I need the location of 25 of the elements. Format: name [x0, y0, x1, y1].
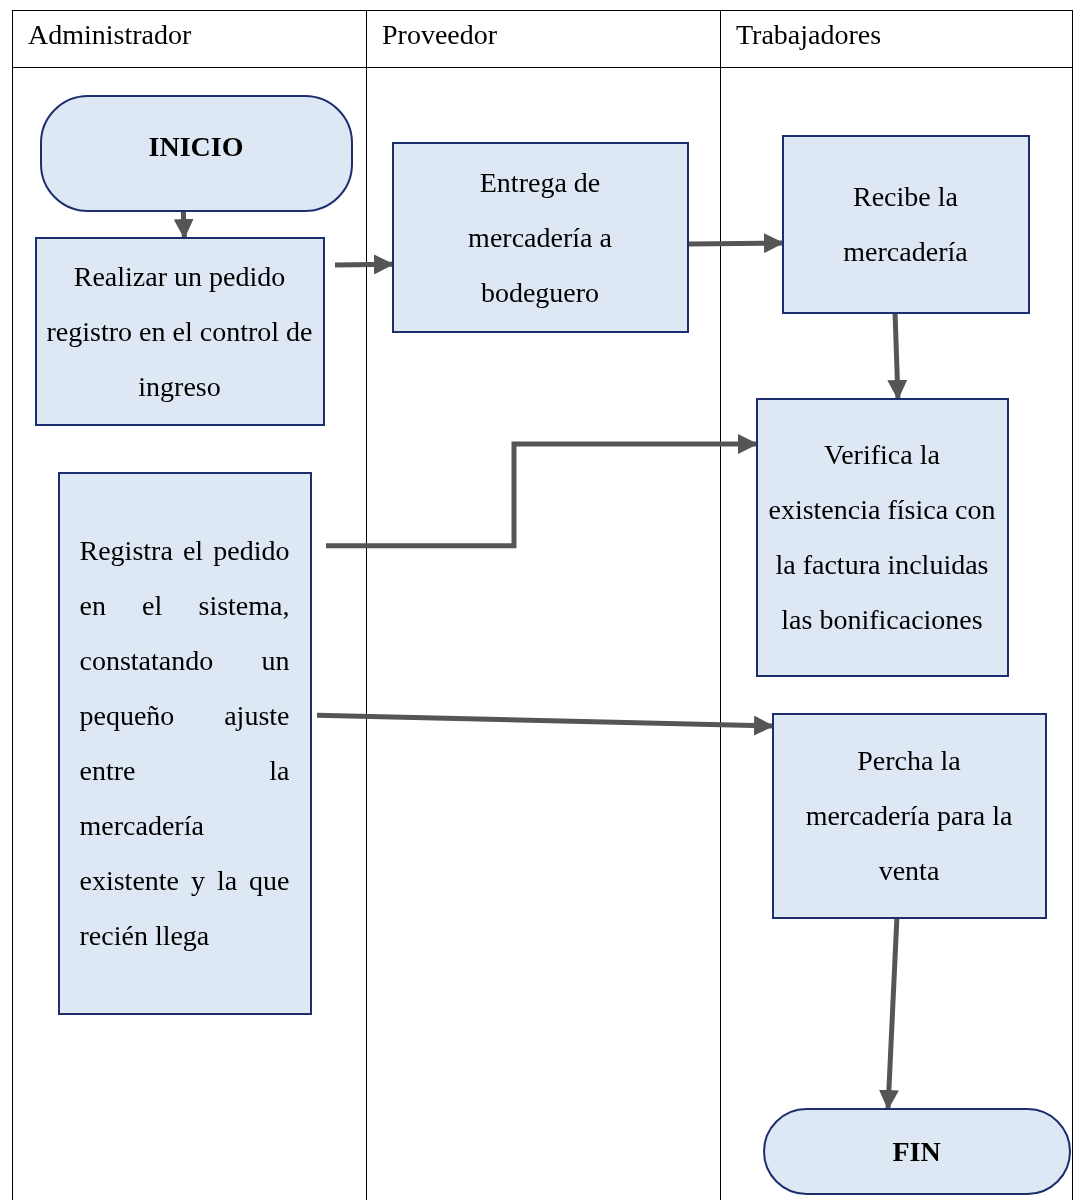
process-box: [57, 471, 312, 1015]
process-box: [755, 397, 1009, 677]
node-text: FIN: [892, 1134, 941, 1169]
arrow: [887, 313, 908, 400]
swimlane: [366, 10, 720, 1200]
lane-title: Administrador: [28, 18, 192, 52]
node-text: Recibe la mercadería: [842, 180, 969, 269]
process-box: [391, 141, 689, 333]
arrow: [878, 918, 900, 1110]
terminator-shape: [39, 94, 353, 212]
swimlane: [12, 10, 366, 1200]
swimlane: [720, 10, 1073, 1200]
node-text: Entrega de mercadería a bodeguero: [467, 165, 613, 310]
node-text: Verifica la existencia física con la factura incluidas las bonificaciones: [767, 438, 997, 637]
lane-title: Trabajadores: [736, 18, 882, 52]
node-text: Registra el pedido en el sistema, constatando un pequeño ajuste entre la mercadería existente y la que recién llega: [79, 534, 290, 953]
terminator-shape: [762, 1107, 1071, 1195]
process-box: [771, 712, 1047, 919]
node-text: Percha la mercadería para la venta: [804, 744, 1014, 888]
arrow: [173, 211, 194, 239]
lane-title: Proveedor: [382, 18, 498, 52]
node-text: Realizar un pedido registro en el control de ingreso: [45, 259, 314, 404]
process-box: [34, 236, 325, 426]
node-text: INICIO: [148, 129, 244, 164]
process-box: [781, 134, 1030, 314]
